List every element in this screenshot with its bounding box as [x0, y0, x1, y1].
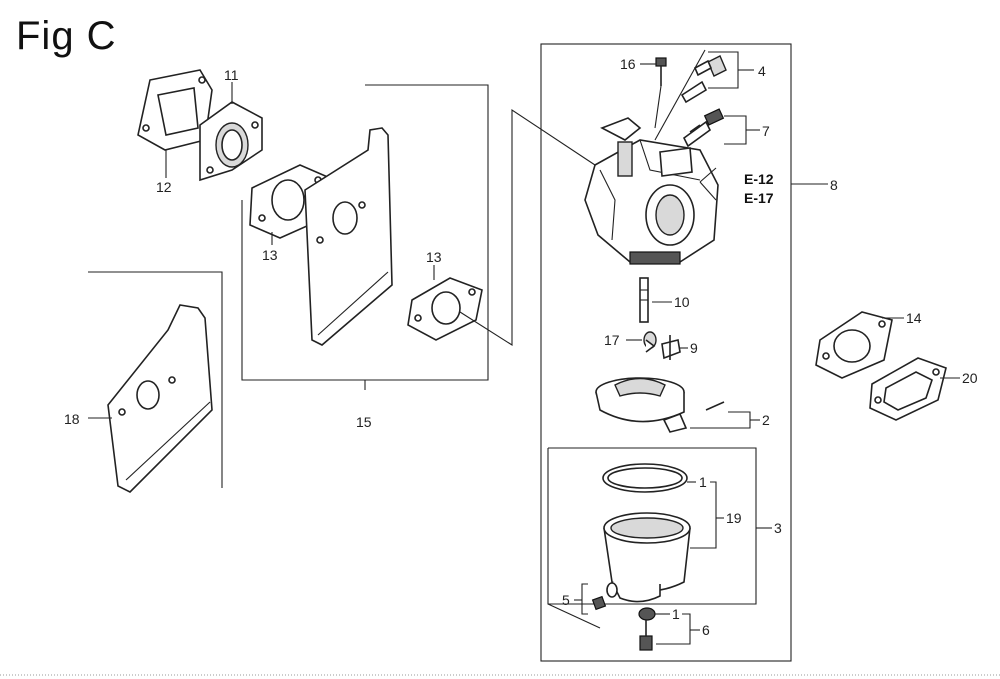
heat-plate-15[interactable] [304, 127, 393, 346]
carburetor-body[interactable] [584, 117, 719, 265]
carburetor-assembly-box [540, 43, 792, 662]
callout-2: 2 [762, 412, 770, 428]
callout-8: 8 [830, 177, 838, 193]
jet-9[interactable] [661, 335, 681, 360]
callout-11: 11 [224, 67, 239, 83]
figure-title: Fig C [16, 14, 117, 58]
callout-20: 20 [962, 370, 978, 386]
gasket-20[interactable] [869, 357, 947, 421]
heat-plate-18[interactable] [107, 304, 213, 493]
callout-13-left: 13 [262, 247, 278, 263]
screw-16[interactable] [655, 57, 667, 86]
drain-bolt-6[interactable] [639, 620, 653, 651]
callout-6: 6 [702, 622, 710, 638]
gasket-14[interactable] [815, 311, 893, 379]
float-2[interactable] [595, 377, 725, 433]
callout-1-oring: 1 [699, 474, 707, 490]
callout-5: 5 [562, 592, 570, 608]
callout-3: 3 [774, 520, 782, 536]
callout-1-washer: 1 [672, 606, 680, 622]
reference-e17: E-17 [744, 190, 774, 206]
callout-14: 14 [906, 310, 922, 326]
callout-18: 18 [64, 411, 80, 427]
washer-1[interactable] [638, 607, 656, 621]
o-ring-1[interactable] [602, 463, 688, 493]
float-bowl-19[interactable] [603, 512, 691, 603]
callout-7: 7 [762, 123, 770, 139]
callout-17: 17 [604, 332, 620, 348]
insulator-11[interactable] [199, 101, 263, 182]
callout-13-right: 13 [426, 249, 442, 265]
part-18-frame [88, 271, 223, 488]
callout-19: 19 [726, 510, 742, 526]
needle-10[interactable] [639, 277, 649, 323]
reference-e12: E-12 [744, 171, 774, 187]
screw-set-7[interactable] [682, 108, 725, 148]
callout-15: 15 [356, 414, 372, 430]
gasket-13-left[interactable] [249, 164, 331, 239]
screw-17[interactable] [643, 331, 657, 353]
callout-10: 10 [674, 294, 690, 310]
group-15-bracket [241, 84, 489, 390]
callout-16: 16 [620, 56, 636, 72]
callout-12: 12 [156, 179, 172, 195]
callout-4: 4 [758, 63, 766, 79]
callout-9: 9 [690, 340, 698, 356]
float-bowl-box [547, 447, 757, 605]
screw-set-4[interactable] [680, 55, 727, 104]
gasket-13-right[interactable] [407, 277, 483, 341]
screw-set-5[interactable] [591, 582, 618, 611]
